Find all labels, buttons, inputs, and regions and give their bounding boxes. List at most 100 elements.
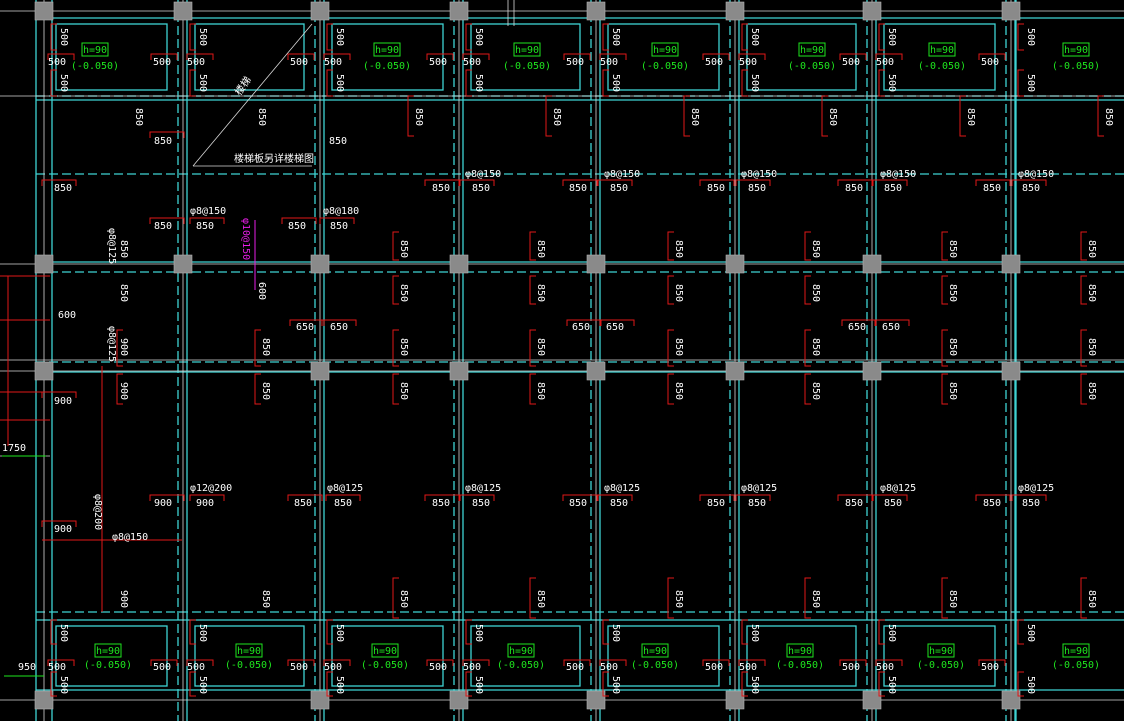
dim-850: 850 xyxy=(884,183,902,194)
dim-500: 500 xyxy=(739,57,757,68)
stair-mark: 楼梯 xyxy=(232,74,254,98)
rebar-mark xyxy=(424,179,460,186)
rebar-mark xyxy=(392,275,399,305)
column xyxy=(310,361,330,381)
column xyxy=(449,1,469,21)
rebar-mark xyxy=(459,179,495,186)
rebar-mark xyxy=(741,671,748,697)
dim-500: 500 xyxy=(324,57,342,68)
column xyxy=(1001,254,1021,274)
column xyxy=(310,254,330,274)
slab-outline xyxy=(194,625,305,687)
rebar-mark xyxy=(424,494,460,501)
slab-tag-thickness: h=90 xyxy=(1064,45,1088,56)
dim-850-vertical: 850 xyxy=(810,382,821,400)
rebar-mark xyxy=(872,494,908,501)
rebar-mark xyxy=(959,95,966,137)
rebar-mark xyxy=(941,231,948,261)
rebar-mark xyxy=(529,231,536,261)
slab-tag-box xyxy=(927,643,955,658)
dim-500-vertical: 500 xyxy=(886,28,897,46)
slab-tag-thickness: h=90 xyxy=(375,45,399,56)
dim-850: 850 xyxy=(330,221,348,232)
rebar-mark xyxy=(804,329,811,367)
dim-500-vertical: 500 xyxy=(197,624,208,642)
dim-850: 850 xyxy=(983,498,1001,509)
rebar-mark xyxy=(667,231,674,261)
column xyxy=(1001,1,1021,21)
dim-500: 500 xyxy=(876,57,894,68)
slab-tag-elevation: (-0.050) xyxy=(776,660,824,671)
rebar-mark xyxy=(189,23,196,51)
rebar-mark xyxy=(821,95,828,137)
slab-tag-elevation: (-0.050) xyxy=(497,660,545,671)
dim-500: 500 xyxy=(324,662,342,673)
dim-850-vertical: 850 xyxy=(810,338,821,356)
dim-500-vertical: 500 xyxy=(473,74,484,92)
rebar-mark xyxy=(465,23,472,51)
column xyxy=(449,690,469,710)
dim-500-vertical: 500 xyxy=(749,74,760,92)
rebar-mark xyxy=(978,659,1006,666)
column xyxy=(725,1,745,21)
slab-outline xyxy=(746,23,857,91)
dim-500: 500 xyxy=(705,57,723,68)
dim-850-vertical: 850 xyxy=(689,108,700,126)
dim-850-vertical: 850 xyxy=(535,240,546,258)
rebar-mark xyxy=(738,659,766,666)
rebar-mark xyxy=(465,69,472,97)
slab-tag-box xyxy=(641,643,669,658)
dim-500-vertical: 500 xyxy=(886,624,897,642)
rebar-spec: φ8@180 xyxy=(323,206,359,217)
dim-850-vertical: 850 xyxy=(260,590,271,608)
slab-outline xyxy=(746,625,857,687)
slab-outline xyxy=(331,23,444,91)
rebar-mark xyxy=(941,329,948,367)
dim-850-vertical: 850 xyxy=(1086,338,1097,356)
rebar-mark xyxy=(50,69,57,97)
dim-500: 500 xyxy=(187,662,205,673)
slab-tag-thickness: h=90 xyxy=(643,646,667,657)
slab-tag-box xyxy=(798,42,826,57)
rebar-mark xyxy=(281,217,317,224)
rebar-mark xyxy=(407,95,414,137)
rebar-mark xyxy=(735,179,771,186)
rebar-mark xyxy=(392,373,399,405)
stair-diagonal xyxy=(192,23,313,167)
rebar-mark xyxy=(325,494,361,501)
rebar-mark xyxy=(116,373,123,405)
slab-tag-thickness: h=90 xyxy=(373,646,397,657)
dim-850-vertical: 850 xyxy=(398,382,409,400)
rebar-mark xyxy=(1017,69,1024,97)
dim-850-vertical: 850 xyxy=(535,338,546,356)
dim-850-vertical: 850 xyxy=(810,590,821,608)
rebar-mark xyxy=(1017,671,1024,697)
rebar-mark xyxy=(287,659,315,666)
rebar-mark xyxy=(1011,494,1047,501)
dim-850: 850 xyxy=(154,221,172,232)
slab-outline xyxy=(55,23,168,91)
dim-500-vertical: 500 xyxy=(473,624,484,642)
rebar-mark xyxy=(563,53,591,60)
dim-500-vertical: 500 xyxy=(197,676,208,694)
dim-850: 850 xyxy=(54,183,72,194)
rebar-mark xyxy=(50,671,57,697)
slab-tag-elevation: (-0.050) xyxy=(918,61,966,72)
slab-tag-thickness: h=90 xyxy=(237,646,261,657)
dim-500-vertical: 500 xyxy=(886,676,897,694)
dim-850-vertical: 850 xyxy=(1086,590,1097,608)
slab-outline xyxy=(607,23,720,91)
dim-850-vertical: 850 xyxy=(673,284,684,302)
rebar-mark xyxy=(699,494,735,501)
rebar-mark xyxy=(872,179,908,186)
dim-500-vertical: 500 xyxy=(58,624,69,642)
dim-950: 950 xyxy=(18,662,36,673)
rebar-mark xyxy=(1080,329,1087,367)
dim-850-vertical: 850 xyxy=(1086,382,1097,400)
slab-tag-thickness: h=90 xyxy=(96,646,120,657)
dim-850-vertical: 850 xyxy=(260,338,271,356)
slab-tag-box xyxy=(1062,42,1090,57)
slab-outline xyxy=(331,625,444,687)
dim-850: 850 xyxy=(196,221,214,232)
rebar-spec: φ8@125 xyxy=(1018,483,1054,494)
